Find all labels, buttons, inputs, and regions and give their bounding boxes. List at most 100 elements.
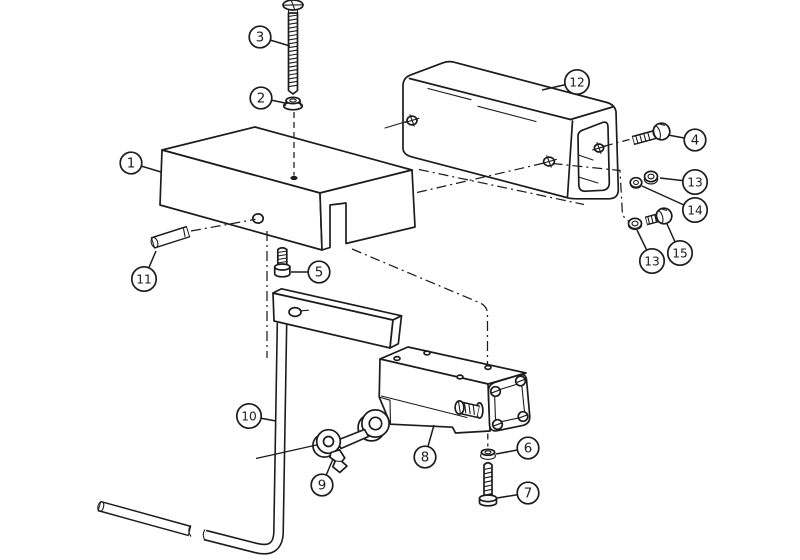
screw7-shank <box>483 461 493 498</box>
bolt4-threads <box>635 132 651 145</box>
tube-drawing <box>384 60 620 200</box>
screw7-drawing <box>478 461 498 507</box>
callout-1-number-0: 1 <box>127 157 136 172</box>
callout-14-number-13: 14 <box>687 204 703 218</box>
callout-12-bubble-11[interactable] <box>563 68 591 96</box>
pin-body <box>152 227 190 248</box>
callout-7-bubble-6[interactable] <box>516 481 540 505</box>
callout-1-bubble-0[interactable] <box>119 151 143 175</box>
screw7-threads <box>483 467 493 496</box>
flange-nut-drawing <box>282 96 304 111</box>
nut13a-drawing <box>643 170 659 185</box>
callout-9-bubble-8[interactable] <box>310 473 334 497</box>
roller-lever-drawing <box>312 409 390 474</box>
tube-bottom-hole-marks <box>540 155 558 168</box>
lever-hub-hole <box>322 435 335 448</box>
callout-8-number-7: 8 <box>421 451 430 466</box>
block-to-bolt15-line <box>418 168 585 206</box>
callout-13-bubble-12[interactable] <box>681 168 709 196</box>
callout-9-number-8: 9 <box>318 479 327 494</box>
rod-bent-segment-outline <box>203 322 288 555</box>
callout-6-number-5: 6 <box>524 442 533 457</box>
nut13b-body <box>627 217 643 230</box>
callout-12-number-11: 12 <box>569 76 585 90</box>
nut-hole <box>289 98 297 103</box>
callout-11-bubble-10[interactable] <box>130 265 158 293</box>
callout-14-bubble-13[interactable] <box>681 196 709 224</box>
tube-interior-lines <box>577 154 599 184</box>
callout-13-bubble-14[interactable] <box>638 247 666 275</box>
switch-top-hole-4 <box>484 364 492 371</box>
callout-13-number-14: 13 <box>644 255 660 269</box>
nut13b-hole <box>631 220 639 227</box>
callout-5-number-4: 5 <box>315 266 324 281</box>
lever-axis-line <box>255 444 317 460</box>
bolt15-head-rim <box>656 210 664 224</box>
bolt4-head-slot <box>658 123 666 126</box>
nut13a-flange <box>643 178 659 185</box>
screw5-head-top <box>273 263 291 271</box>
washer14-drawing <box>629 176 643 189</box>
socket-screw-drawing <box>273 246 291 278</box>
switch-top-hole-3 <box>456 374 464 380</box>
switch-plunger-slot <box>458 401 461 414</box>
bolt4-axis-line <box>602 138 630 148</box>
callout-4-bubble-3[interactable] <box>683 128 707 152</box>
pin-end-cap <box>150 237 159 249</box>
lever-arm <box>335 428 370 450</box>
switch-front-crease <box>380 395 468 419</box>
tube-left-hole-marks <box>404 114 420 127</box>
bolt4-head-rim <box>653 125 661 140</box>
tube-top-front-edge <box>408 77 572 121</box>
washer6-drawing <box>480 448 496 460</box>
tube-top-right-edge <box>569 106 614 121</box>
switch-top-hole-2 <box>423 350 431 356</box>
callout-3-number-2: 3 <box>256 31 265 46</box>
block-top-hole <box>290 175 298 181</box>
callout-10-number-9: 10 <box>241 410 257 424</box>
rod-end-cap <box>97 501 105 512</box>
callout-7-number-6: 7 <box>524 487 533 502</box>
block-front-hole <box>251 213 265 224</box>
callout-15-number-15: 15 <box>672 247 688 261</box>
callout-11-number-10: 11 <box>136 273 152 287</box>
nut-top <box>285 96 301 105</box>
callout-10-bubble-9[interactable] <box>235 402 263 430</box>
switch-plunger-threads <box>463 402 475 415</box>
callout-15-bubble-15[interactable] <box>666 239 694 267</box>
tube-surface-accents <box>427 87 537 123</box>
pin-drawing <box>150 225 191 249</box>
callout-4-number-3: 4 <box>691 134 700 149</box>
bar-hole <box>288 306 302 318</box>
rod-break-mark-left <box>188 525 192 537</box>
switch-body-drawing <box>378 346 531 434</box>
switch-corner-screw-4-slot <box>517 414 529 419</box>
mounting-block-drawing <box>159 126 416 251</box>
callout-2-number-1: 2 <box>257 92 266 107</box>
callout-2-bubble-1[interactable] <box>249 86 273 110</box>
callout-6-bubble-5[interactable] <box>516 436 540 460</box>
pin-axis-line <box>190 218 256 232</box>
callout-8-bubble-7[interactable] <box>413 445 437 469</box>
screw5-threads <box>277 250 288 264</box>
nut13a-hole <box>647 173 655 180</box>
callout-3-bubble-2[interactable] <box>248 25 272 49</box>
tube-left-hole-leader <box>384 120 408 129</box>
rod-left-segment <box>98 502 191 535</box>
center-lines <box>190 112 630 460</box>
callout-5-bubble-4[interactable] <box>307 260 331 284</box>
switch-corner-screw-2-slot <box>515 378 526 384</box>
bolt15-head-slot <box>660 208 668 211</box>
rod-break-mark-right <box>202 529 206 541</box>
block-to-tube-line <box>416 161 547 194</box>
washer6-body <box>480 448 496 457</box>
bolt15-threads <box>647 215 658 225</box>
lever-roller-hole <box>368 416 383 431</box>
pin-chamfer <box>182 228 186 237</box>
bolt4-drawing <box>631 122 671 146</box>
switch-mount-ear <box>378 396 392 425</box>
bolt15-drawing <box>644 207 673 226</box>
